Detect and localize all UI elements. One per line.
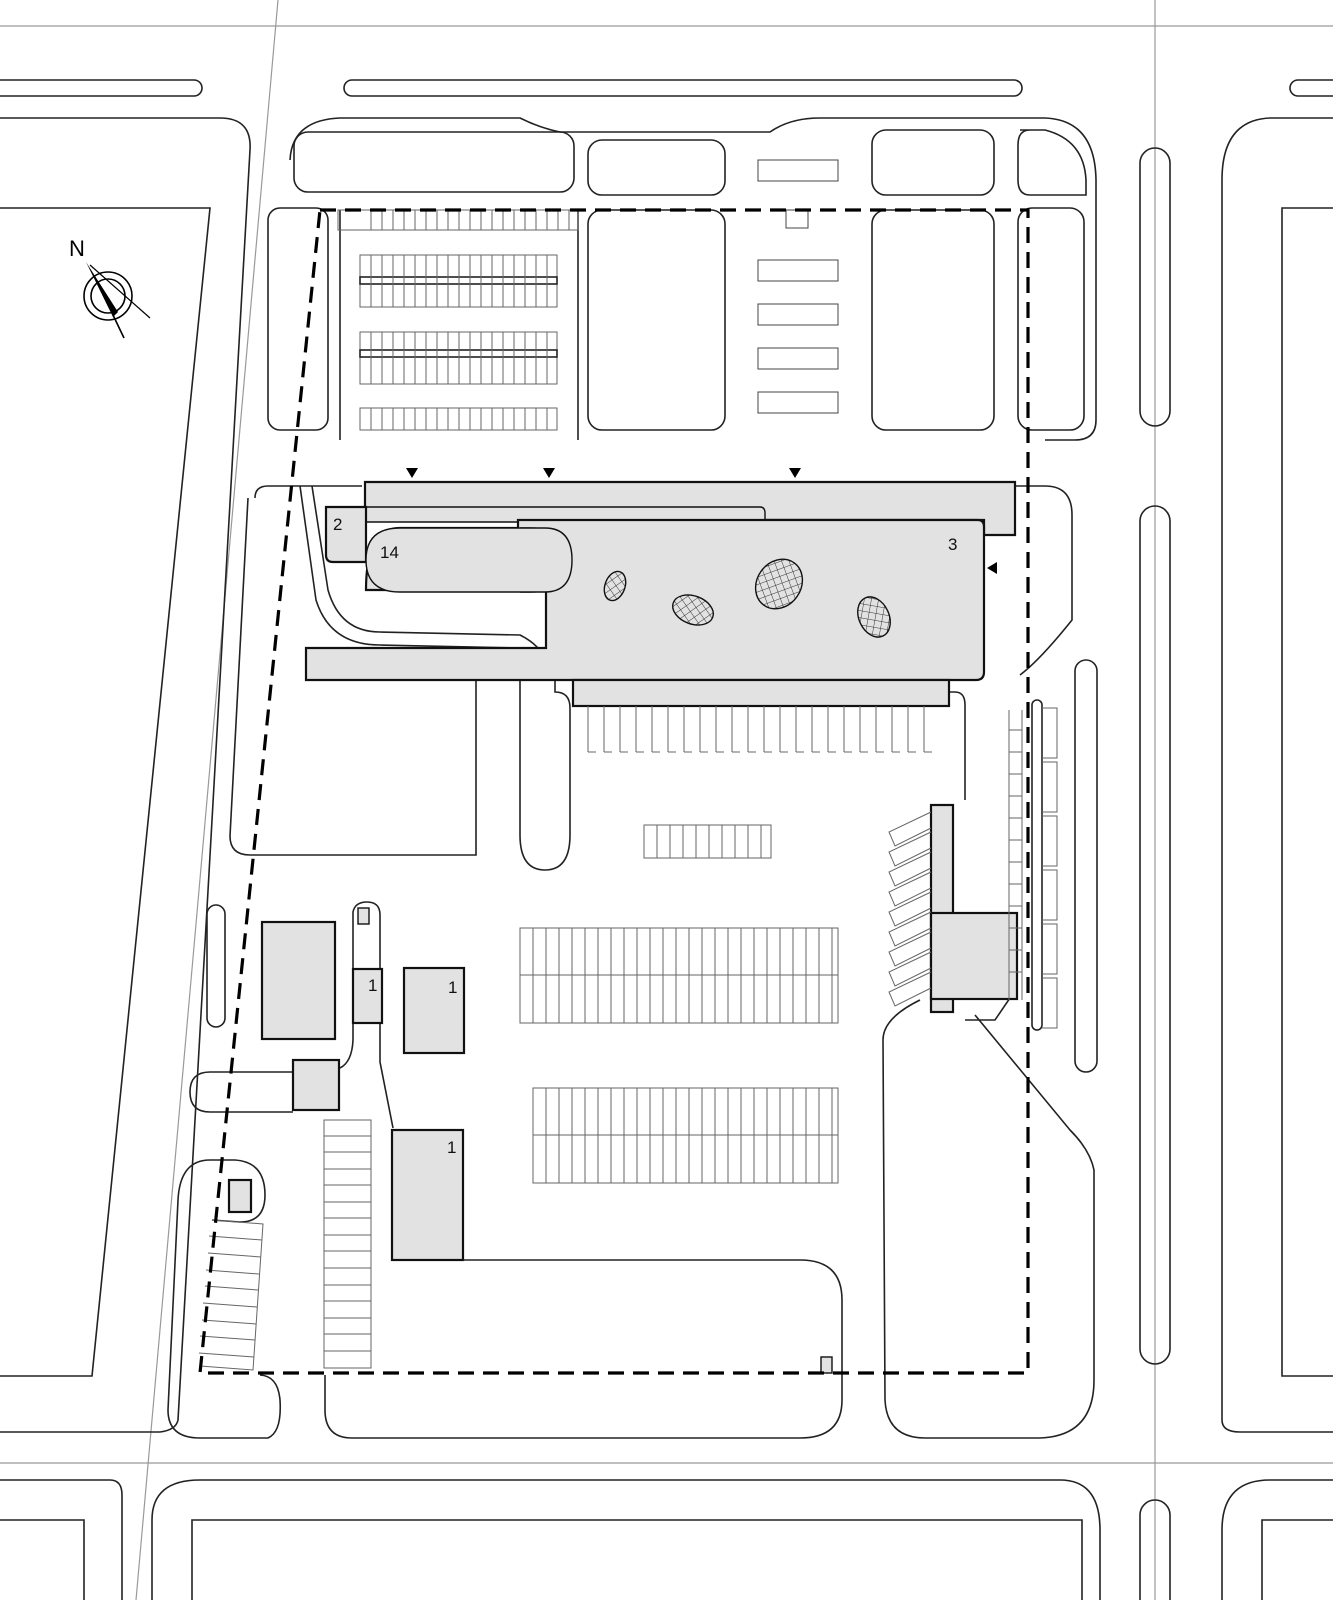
central-parking — [519, 927, 839, 1184]
label-annex-b: 1 — [448, 978, 457, 997]
entrance-arrow-north-1 — [406, 468, 418, 478]
parking-south-of-building — [587, 706, 932, 859]
compass-needle-icon — [86, 262, 118, 317]
label-annex-a: 1 — [368, 976, 377, 995]
north-arrow: N — [69, 236, 151, 339]
south-blocks — [0, 1479, 1333, 1600]
north-label: N — [69, 236, 85, 261]
north-kiosks — [757, 159, 839, 414]
entrance-markers — [406, 468, 997, 574]
road-medians-top — [0, 79, 1333, 97]
site-boundary — [198, 208, 1030, 1375]
label-rounded-volume: 14 — [380, 543, 399, 562]
entrance-arrow-north-3 — [789, 468, 801, 478]
site-curbs — [267, 117, 1097, 441]
entrance-arrow-north-2 — [543, 468, 555, 478]
middle-roads — [229, 485, 1073, 871]
label-wing: 2 — [333, 515, 342, 534]
south-gatehouse — [820, 1356, 833, 1374]
west-block — [0, 117, 251, 1433]
entrance-arrow-east — [987, 562, 997, 574]
label-main-hall: 3 — [948, 535, 957, 554]
main-building: 2 14 3 — [304, 480, 1017, 708]
east-building — [882, 699, 1095, 1439]
north-parking — [337, 209, 579, 431]
east-block — [1074, 117, 1333, 1433]
label-annex-c: 1 — [447, 1138, 456, 1157]
west-annexes: 1 1 1 — [167, 901, 843, 1439]
